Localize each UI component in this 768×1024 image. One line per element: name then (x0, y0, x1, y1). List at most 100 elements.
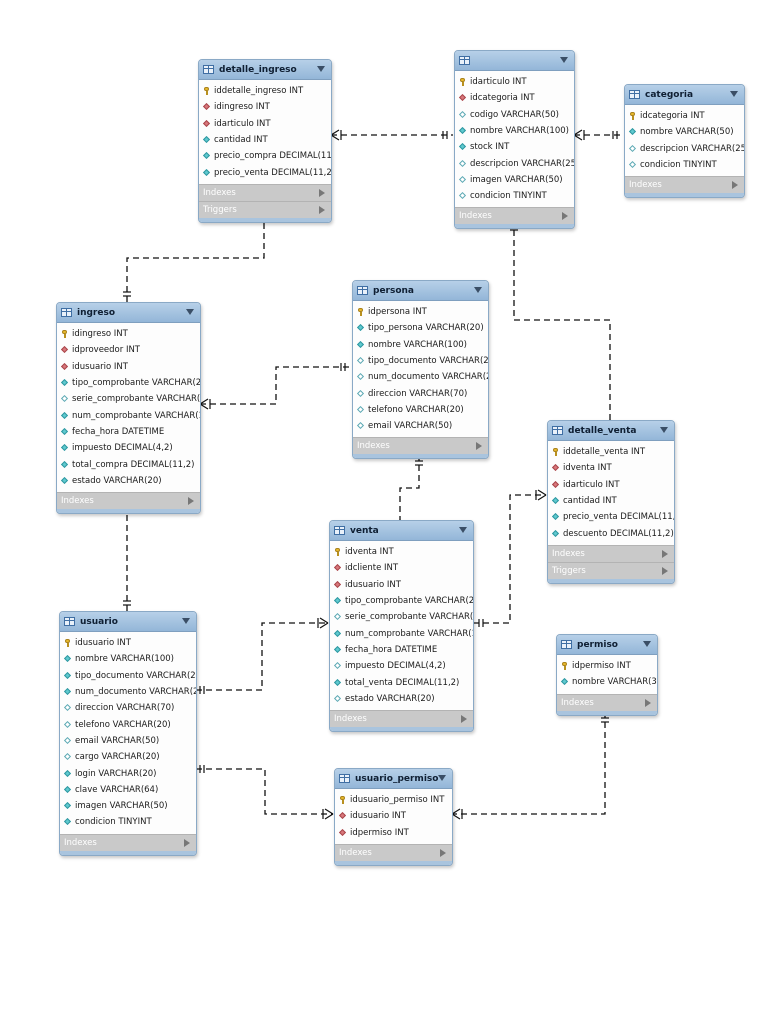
collapse-caret-icon[interactable] (560, 57, 568, 63)
column-row[interactable]: descripcion VARCHAR(256) (625, 141, 744, 157)
column-row[interactable]: serie_comprobante VARCHAR(7) (57, 391, 200, 407)
collapse-caret-icon[interactable] (730, 91, 738, 97)
column-row[interactable]: num_comprobante VARCHAR(10) (57, 407, 200, 423)
column-row[interactable]: tipo_comprobante VARCHAR(20) (57, 375, 200, 391)
table-header[interactable]: categoria (625, 85, 744, 105)
expand-arrow-icon[interactable] (562, 212, 568, 221)
column-row[interactable]: idarticulo INT (199, 116, 331, 132)
column-row[interactable]: telefono VARCHAR(20) (353, 402, 488, 418)
collapse-caret-icon[interactable] (182, 618, 190, 624)
section-indexes[interactable]: Indexes (57, 491, 200, 509)
column-row[interactable]: condicion TINYINT (455, 188, 574, 204)
column-row[interactable]: email VARCHAR(50) (353, 418, 488, 434)
expand-arrow-icon[interactable] (319, 205, 325, 214)
column-row[interactable]: cargo VARCHAR(20) (60, 749, 196, 765)
column-row[interactable]: iddetalle_venta INT (548, 444, 674, 460)
column-row[interactable]: idusuario INT (60, 635, 196, 651)
column-row[interactable]: direccion VARCHAR(70) (60, 700, 196, 716)
expand-arrow-icon[interactable] (476, 442, 482, 451)
table-header[interactable]: ingreso (57, 303, 200, 323)
column-row[interactable]: idingreso INT (199, 99, 331, 115)
column-row[interactable]: imagen VARCHAR(50) (60, 798, 196, 814)
table-header[interactable]: permiso (557, 635, 657, 655)
expand-arrow-icon[interactable] (662, 549, 668, 558)
column-row[interactable]: descripcion VARCHAR(256) (455, 155, 574, 171)
column-row[interactable]: tipo_documento VARCHAR(20) (353, 353, 488, 369)
section-triggers[interactable]: Triggers (199, 200, 331, 218)
column-row[interactable]: precio_venta DECIMAL(11,2) (199, 164, 331, 180)
column-row[interactable]: idusuario INT (330, 577, 473, 593)
column-row[interactable]: idpersona INT (353, 304, 488, 320)
column-row[interactable]: tipo_persona VARCHAR(20) (353, 320, 488, 336)
column-row[interactable]: stock INT (455, 139, 574, 155)
table-header[interactable]: persona (353, 281, 488, 301)
column-row[interactable]: nombre VARCHAR(50) (625, 124, 744, 140)
column-row[interactable]: idarticulo INT (548, 477, 674, 493)
column-row[interactable]: idingreso INT (57, 326, 200, 342)
column-row[interactable]: idventa INT (330, 544, 473, 560)
column-row[interactable]: fecha_hora DATETIME (57, 424, 200, 440)
collapse-caret-icon[interactable] (186, 309, 194, 315)
collapse-caret-icon[interactable] (317, 66, 325, 72)
column-row[interactable]: impuesto DECIMAL(4,2) (330, 658, 473, 674)
column-row[interactable]: nombre VARCHAR(30) (557, 674, 657, 690)
section-indexes[interactable]: Indexes (60, 833, 196, 851)
column-row[interactable]: login VARCHAR(20) (60, 765, 196, 781)
column-row[interactable]: num_comprobante VARCHAR(10) (330, 625, 473, 641)
column-row[interactable]: idproveedor INT (57, 342, 200, 358)
expand-arrow-icon[interactable] (732, 181, 738, 190)
column-row[interactable]: precio_compra DECIMAL(11,2) (199, 148, 331, 164)
collapse-caret-icon[interactable] (459, 527, 467, 533)
column-row[interactable]: tipo_documento VARCHAR(20) (60, 668, 196, 684)
expand-arrow-icon[interactable] (440, 848, 446, 857)
column-row[interactable]: precio_venta DECIMAL(11,2) (548, 509, 674, 525)
section-indexes[interactable]: Indexes (557, 693, 657, 711)
column-row[interactable]: idusuario INT (57, 359, 200, 375)
expand-arrow-icon[interactable] (645, 698, 651, 707)
expand-arrow-icon[interactable] (184, 838, 190, 847)
column-row[interactable]: idarticulo INT (455, 74, 574, 90)
column-row[interactable]: tipo_comprobante VARCHAR(20) (330, 593, 473, 609)
collapse-caret-icon[interactable] (474, 287, 482, 293)
section-triggers[interactable]: Triggers (548, 561, 674, 579)
column-row[interactable]: fecha_hora DATETIME (330, 642, 473, 658)
column-row[interactable]: email VARCHAR(50) (60, 733, 196, 749)
column-row[interactable]: idusuario INT (335, 808, 452, 824)
section-indexes[interactable]: Indexes (548, 544, 674, 562)
column-row[interactable]: nombre VARCHAR(100) (455, 123, 574, 139)
column-row[interactable]: idpermiso INT (335, 825, 452, 841)
column-row[interactable]: idcategoria INT (455, 90, 574, 106)
section-indexes[interactable]: Indexes (330, 709, 473, 727)
column-row[interactable]: idcliente INT (330, 560, 473, 576)
table-header[interactable]: detalle_venta (548, 421, 674, 441)
column-row[interactable]: idusuario_permiso INT (335, 792, 452, 808)
column-row[interactable]: condicion TINYINT (625, 157, 744, 173)
section-indexes[interactable]: Indexes (353, 437, 488, 455)
section-indexes[interactable]: Indexes (199, 183, 331, 201)
column-row[interactable]: impuesto DECIMAL(4,2) (57, 440, 200, 456)
section-indexes[interactable]: Indexes (455, 207, 574, 225)
column-row[interactable]: iddetalle_ingreso INT (199, 83, 331, 99)
expand-arrow-icon[interactable] (319, 188, 325, 197)
table-header[interactable]: usuario_permiso (335, 769, 452, 789)
expand-arrow-icon[interactable] (188, 496, 194, 505)
section-indexes[interactable]: Indexes (335, 843, 452, 861)
column-row[interactable]: cantidad INT (548, 493, 674, 509)
table-header[interactable]: detalle_ingreso (199, 60, 331, 80)
column-row[interactable]: idcategoria INT (625, 108, 744, 124)
collapse-caret-icon[interactable] (438, 775, 446, 781)
column-row[interactable]: total_venta DECIMAL(11,2) (330, 674, 473, 690)
section-indexes[interactable]: Indexes (625, 176, 744, 194)
column-row[interactable]: condicion TINYINT (60, 814, 196, 830)
column-row[interactable]: estado VARCHAR(20) (57, 473, 200, 489)
collapse-caret-icon[interactable] (643, 641, 651, 647)
column-row[interactable]: nombre VARCHAR(100) (60, 651, 196, 667)
